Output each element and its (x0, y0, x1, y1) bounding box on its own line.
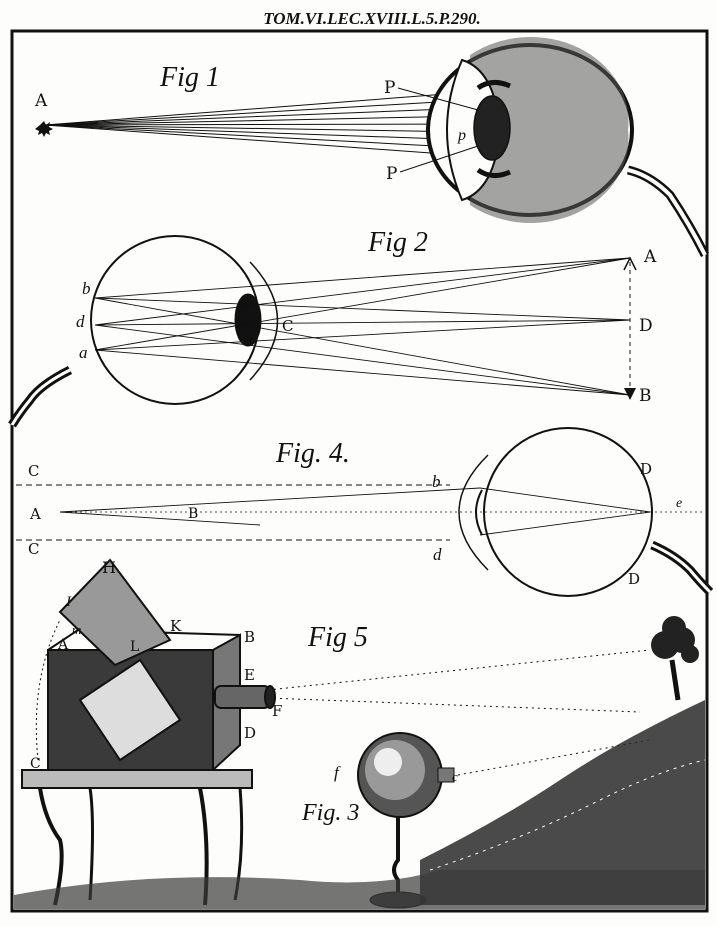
fig4-eye (458, 427, 714, 597)
fig4-label-b: b (432, 472, 441, 491)
fig2-label-C: C (282, 317, 293, 335)
fig1-title: Fig 1 (159, 62, 220, 93)
fig5-label-B: B (244, 628, 255, 646)
fig4-label-D-bottom: D (628, 570, 640, 588)
fig2: Fig 2 A D B b d a C (8, 227, 657, 428)
fig2-label-d: d (76, 312, 85, 331)
fig4-label-c-bottom: C (28, 540, 39, 558)
ground (14, 870, 705, 909)
fig4-label-c-top: C (28, 462, 39, 480)
fig1-label-A: A (34, 91, 48, 111)
fig5-label-H: H (102, 558, 116, 577)
fig5-label-E: E (244, 666, 255, 684)
fig4-label-d: d (433, 545, 442, 564)
fig5-dotted-ray-bottom (267, 697, 641, 713)
fig5-label-I: I (65, 594, 72, 610)
fig2-label-b: b (82, 279, 91, 298)
fig5-label-C: C (30, 756, 41, 772)
tree (651, 616, 699, 701)
fig4-label-A: A (29, 505, 41, 523)
fig2-label-A: A (643, 247, 657, 267)
plate-header: TOM.VI.LEC.XVIII.L.5.P.290. (263, 9, 481, 28)
fig4: Fig. 4. C C A B b d D D e (16, 427, 714, 597)
plate-frame (10, 29, 709, 913)
fig1-label-P-top: P (384, 78, 395, 98)
fig1-eye (426, 37, 710, 258)
landscape (14, 616, 706, 909)
fig4-label-D-top: D (640, 460, 652, 478)
fig5-dotted-ray-top (267, 649, 651, 691)
fig1-light-source (35, 121, 53, 137)
fig3-label-c: c (452, 769, 458, 784)
fig5-label-m: m (72, 622, 81, 637)
fig5-label-K: K (170, 617, 182, 635)
fig3: Fig. 3 f c (301, 732, 651, 909)
fig4-label-B: B (188, 506, 198, 522)
fig5-label-A: A (57, 637, 69, 653)
fig5: Fig 5 H I K B A m L E F D C (21, 558, 651, 906)
fig4-label-e: e (676, 496, 682, 511)
fig1-label-p: p (457, 127, 466, 144)
camera-box (35, 558, 276, 773)
fig2-title: Fig 2 (367, 227, 428, 258)
fig2-eye (8, 235, 279, 428)
fig2-rays (94, 257, 631, 396)
hill (420, 700, 705, 905)
fig5-label-D: D (244, 724, 256, 742)
fig4-rays (59, 487, 651, 536)
fig3-title: Fig. 3 (301, 800, 359, 826)
fig5-label-L: L (130, 639, 139, 655)
fig5-label-F: F (272, 702, 282, 720)
fig2-label-a: a (79, 343, 88, 362)
fig2-label-D: D (639, 316, 653, 336)
fig4-title: Fig. 4. (275, 438, 350, 469)
fig2-label-B: B (639, 386, 652, 406)
fig1: Fig 1 A P P (34, 37, 710, 258)
fig3-label-f: f (334, 763, 341, 782)
fig5-title: Fig 5 (307, 622, 368, 653)
fig1-label-P-bottom: P (386, 164, 397, 184)
